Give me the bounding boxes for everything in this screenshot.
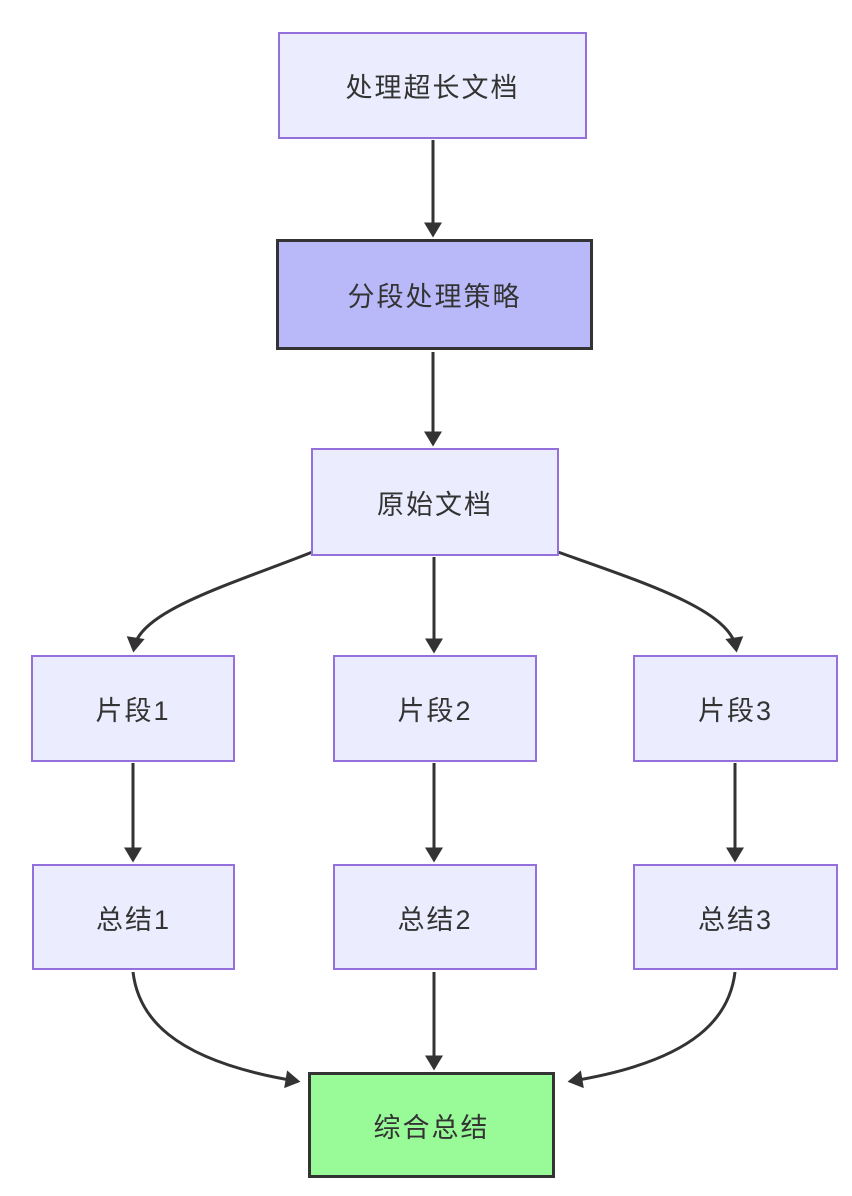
node-label: 原始文档 [377,489,493,520]
node-fragment-3: 片段3 [633,655,838,762]
node-fragment-1: 片段1 [31,655,235,762]
node-label: 处理超长文档 [345,73,520,103]
node-fragment-2: 片段2 [333,655,537,762]
node-label: 总结3 [697,904,774,935]
edge-summary3-to-final [567,971,737,1089]
node-summary-2: 总结2 [333,864,537,970]
node-process-long-document: 处理超长文档 [278,32,587,139]
node-label: 综合总结 [373,1112,490,1143]
node-summary-3: 总结3 [633,864,838,970]
edge-original-to-fragment3 [554,549,744,653]
node-summary-1: 总结1 [32,864,235,970]
node-label: 总结2 [397,904,473,935]
node-original-document: 原始文档 [311,448,559,556]
node-label: 片段2 [397,696,473,726]
edge-original-to-fragment1 [126,549,316,653]
node-label: 片段1 [95,696,171,726]
node-segmentation-strategy: 分段处理策略 [276,239,593,350]
node-final-summary: 综合总结 [308,1072,555,1178]
node-label: 分段处理策略 [347,282,522,312]
edge-summary1-to-final [131,971,301,1089]
node-label: 片段3 [697,696,774,726]
node-label: 总结1 [95,904,172,935]
